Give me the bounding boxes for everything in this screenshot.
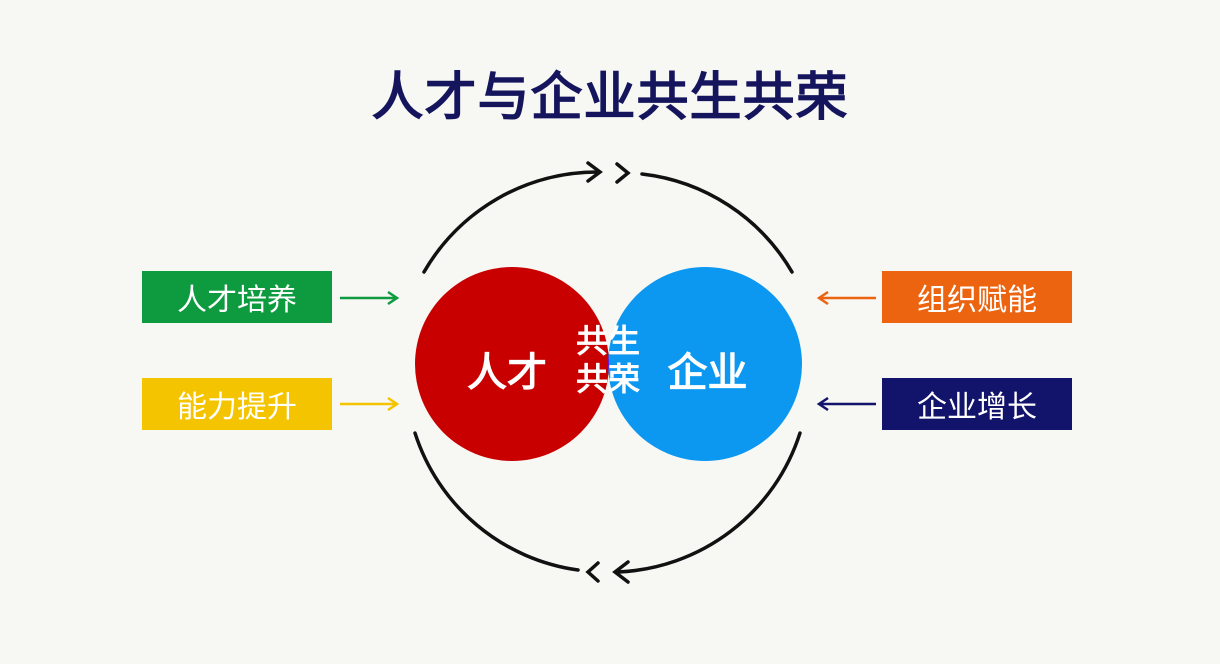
arrow-right-icon xyxy=(340,396,400,412)
arrowhead-icon xyxy=(586,161,603,183)
chevron-icon xyxy=(585,561,600,583)
arrow-left-icon xyxy=(816,396,876,412)
enterprise-circle xyxy=(608,267,802,461)
arrow-right-icon xyxy=(340,290,400,306)
enterprise-label: 企业 xyxy=(667,350,748,396)
cycle-arc-bottom-right xyxy=(616,431,802,574)
overlap-label-line2: 共荣 xyxy=(575,360,640,398)
capability-improvement-box: 能力提升 xyxy=(142,378,332,430)
cycle-arc-bottom-left xyxy=(413,431,580,572)
overlap-label-line1: 共生 xyxy=(575,322,640,360)
arrowhead-icon xyxy=(612,560,630,584)
talent-circle xyxy=(415,267,609,461)
arrow-left-icon xyxy=(816,290,876,306)
talent-label: 人才 xyxy=(467,350,547,396)
organization-empowerment-box: 组织赋能 xyxy=(882,271,1072,323)
enterprise-growth-box: 企业增长 xyxy=(882,378,1072,430)
talent-training-box: 人才培养 xyxy=(142,271,332,323)
cycle-arc-top-left xyxy=(422,170,600,274)
cycle-arc-top-right xyxy=(640,172,794,274)
chevron-icon xyxy=(615,162,631,184)
diagram-title: 人才与企业共生共荣 xyxy=(371,68,849,128)
